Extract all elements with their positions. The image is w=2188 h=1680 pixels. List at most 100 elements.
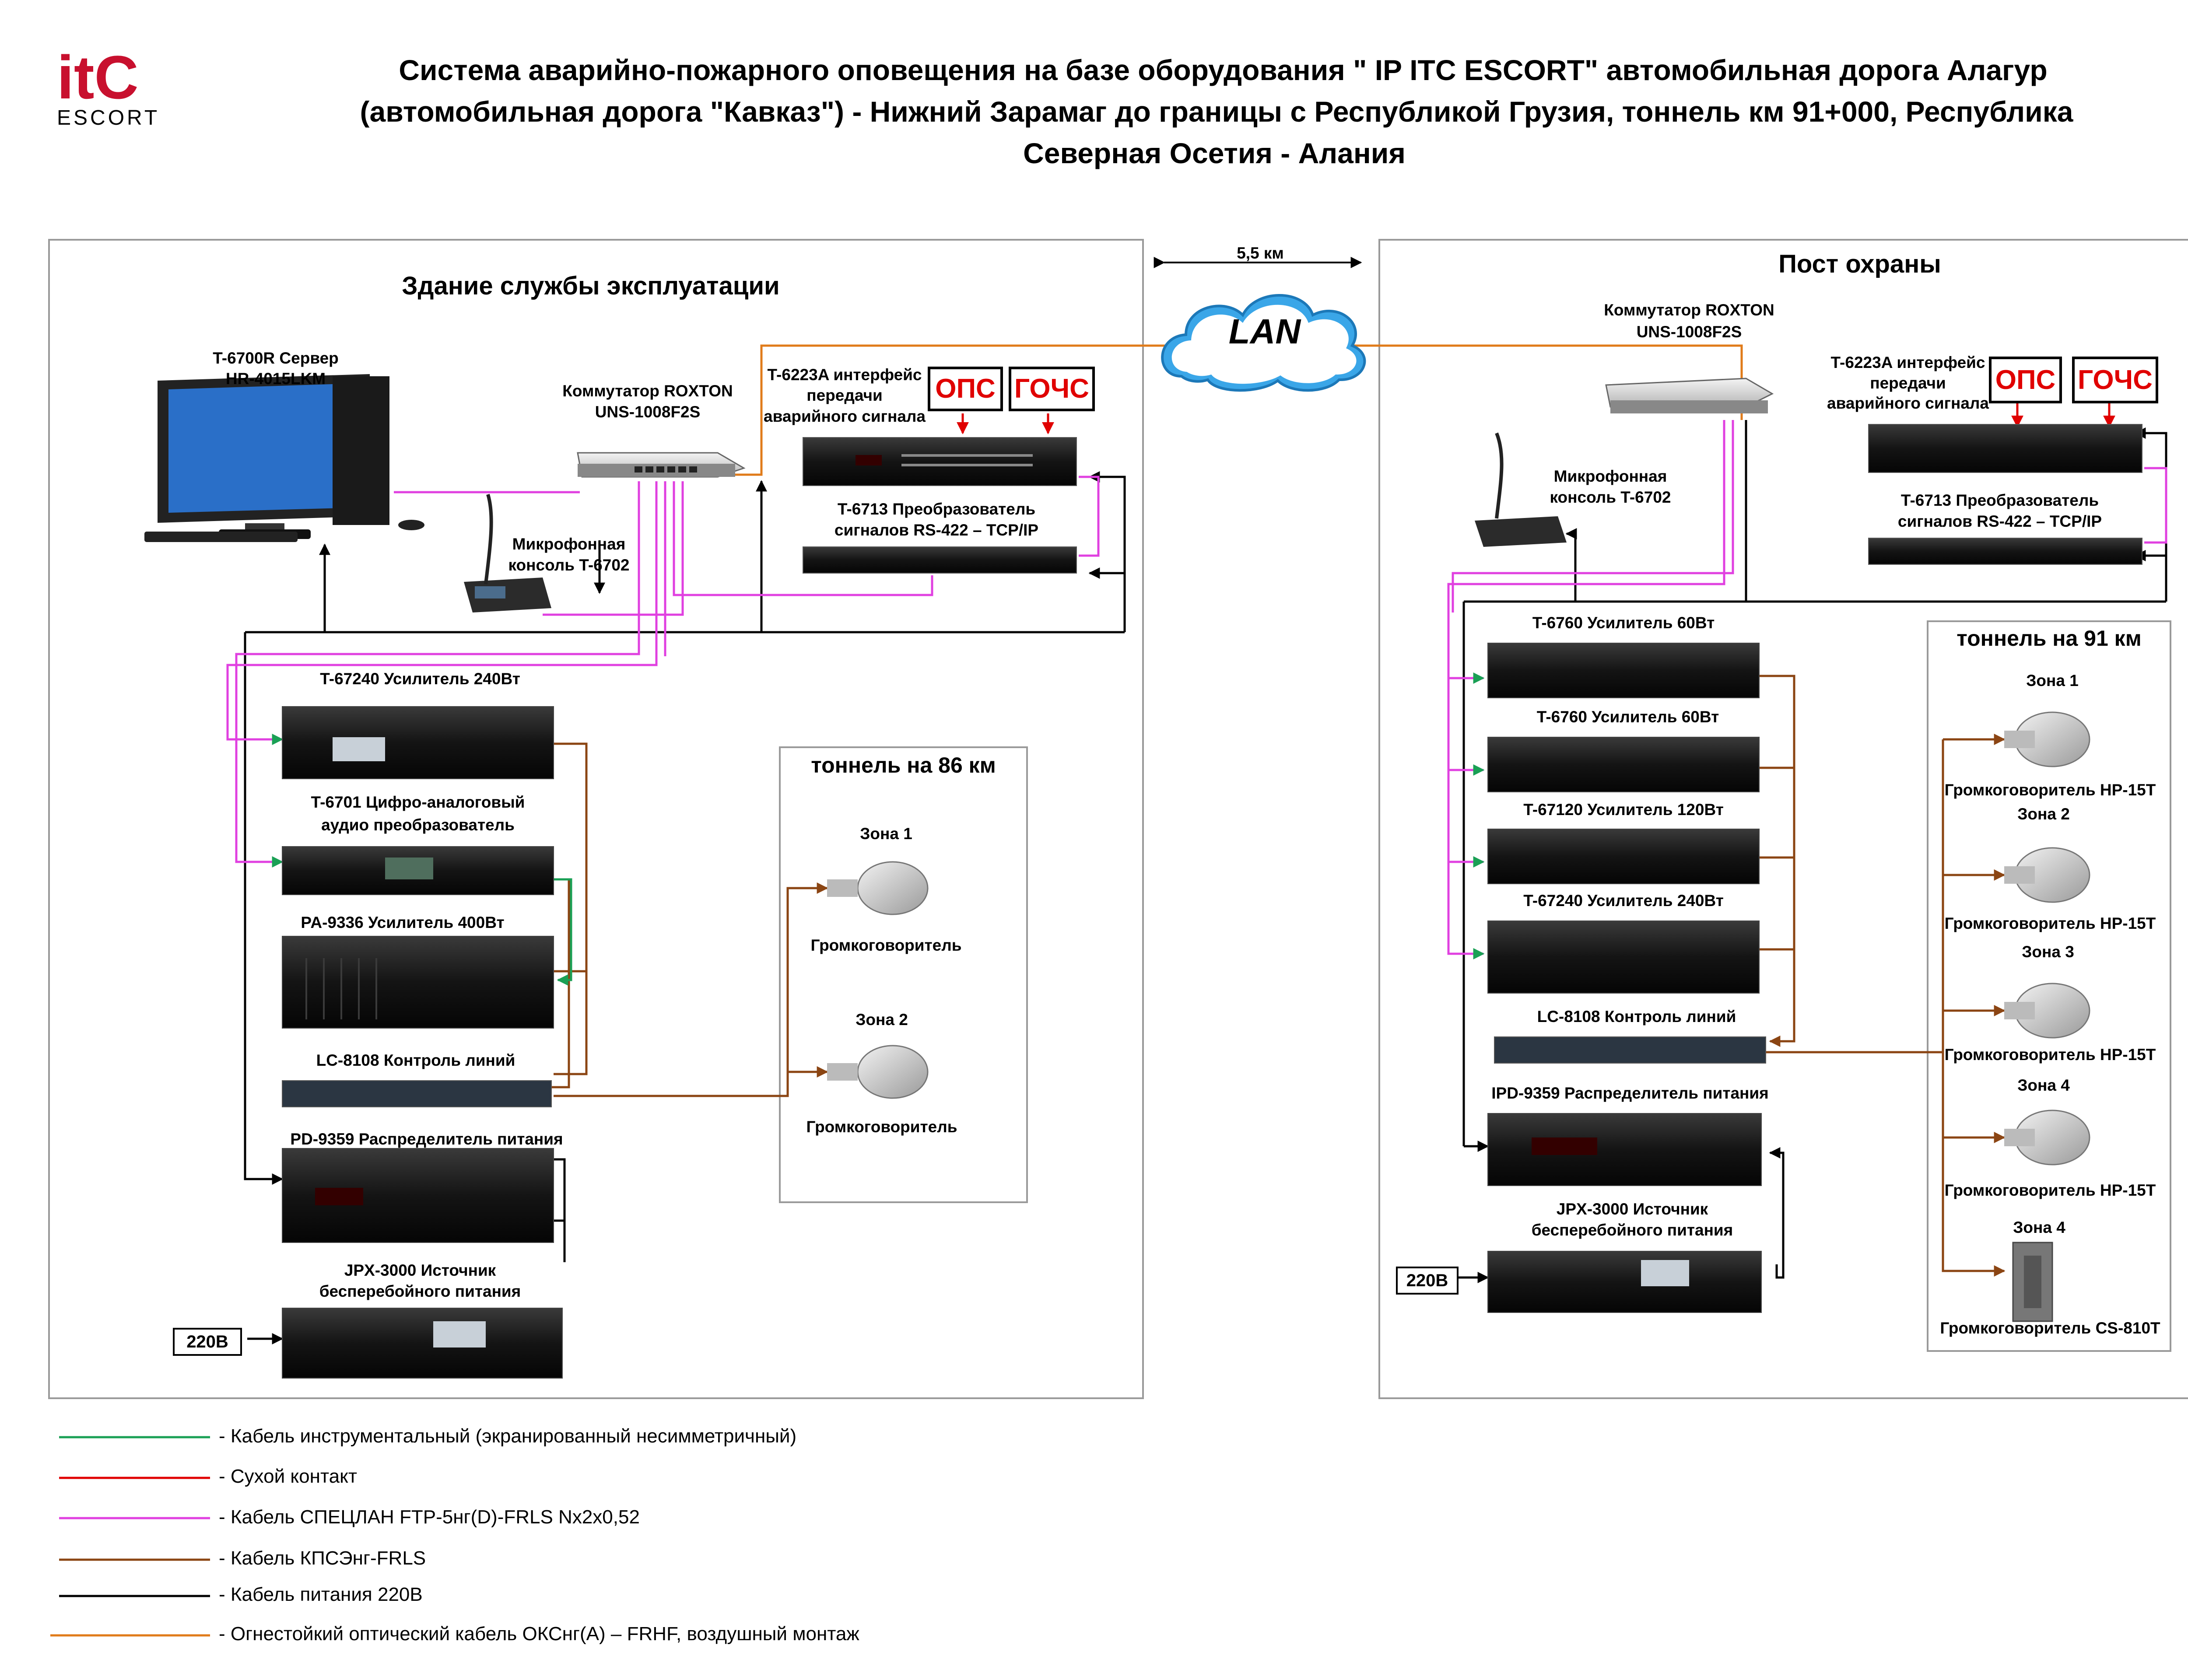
interface-left-label-2: передачи (806, 386, 883, 404)
tunnel-91-zone3: Зона 3 (2022, 943, 2074, 961)
right-kps-cables (1759, 675, 2006, 1277)
amp400-left-label: PA-9336 Усилитель 400Вт (301, 914, 505, 931)
right-power-cables (1453, 420, 2167, 1283)
tunnel-91-frame (1927, 620, 2171, 1352)
microphone-console-right (1475, 432, 1567, 547)
left-ftp-cables (226, 476, 1100, 868)
mic-left-label-2: консоль T-6702 (508, 556, 630, 574)
ups-right-label-2: бесперебойного питания (1531, 1221, 1733, 1239)
interface-left-label-1: T-6223A интерфейс (767, 366, 922, 384)
right-dry-contacts (2011, 402, 2115, 428)
lan-label: LAN (1228, 312, 1301, 351)
speaker-zone2-right-icon (2004, 847, 2090, 903)
mains-right: 220В (1396, 1267, 1459, 1295)
tunnel-91-speaker2: Громкоговоритель HP-15T (1944, 914, 2156, 932)
amplifier-240-left (282, 706, 554, 779)
power-distributor-right (1487, 1113, 1762, 1186)
right-section-title: Пост охраны (1778, 250, 1941, 278)
tunnel-91-speaker4: Громкоговоритель HP-15T (1944, 1181, 2156, 1199)
left-kps-cables (551, 742, 828, 1097)
gochs-box-right: ГОЧС (2072, 357, 2158, 403)
ops-box-right: ОПС (1989, 357, 2062, 403)
page-title-line2: (автомобильная дорога "Кавказ") - Нижний… (360, 95, 2073, 128)
tunnel-91-speaker5: Громкоговоритель CS-810T (1940, 1319, 2160, 1337)
column-speaker-icon (2012, 1242, 2053, 1322)
page-title-line1: Система аварийно-пожарного оповещения на… (399, 54, 2048, 86)
legend-item-ftp: - Кабель СПЕЦЛАН FTP-5нг(D)-FRLS Nx2x0,5… (219, 1506, 640, 1528)
itc-escort-logo: itC ESCORT (57, 43, 160, 130)
amplifier-60a-right (1487, 643, 1760, 698)
amp60a-right-label: T-6760 Усилитель 60Вт (1532, 614, 1715, 632)
microphone-console-left (464, 494, 551, 612)
left-section-title: Здание службы эксплуатации (402, 272, 780, 300)
amplifier-60b-right (1487, 737, 1760, 792)
amplifier-120-right (1487, 829, 1760, 884)
page-title-line3: Северная Осетия - Алания (1023, 137, 1406, 169)
mic-right-label-2: консоль T-6702 (1550, 488, 1671, 506)
interface-right-label-2: передачи (1870, 374, 1946, 392)
ups-right-label-1: JPX-3000 Источник (1556, 1200, 1708, 1218)
dac-left-label-2: аудио преобразователь (321, 816, 515, 834)
tunnel-91-zone4a: Зона 4 (2017, 1076, 2070, 1094)
ups-left (282, 1308, 563, 1379)
amp240-right-label: T-67240 Усилитель 240Вт (1523, 892, 1724, 910)
speaker-zone2-left-icon (827, 1045, 929, 1099)
amp60b-right-label: T-6760 Усилитель 60Вт (1536, 708, 1719, 726)
interface-right-label-1: T-6223A интерфейс (1830, 354, 1985, 371)
amp240-left-label: T-67240 Усилитель 240Вт (320, 670, 520, 688)
ops-box-left: ОПС (928, 367, 1003, 411)
left-dry-contacts (957, 413, 1054, 434)
legend-item-optic: - Огнестойкий оптический кабель ОКСнг(А)… (219, 1623, 859, 1645)
power-distributor-left (282, 1148, 554, 1243)
mic-right-label-1: Микрофонная (1553, 467, 1667, 485)
tunnel-91-zone1: Зона 1 (2026, 672, 2079, 690)
speaker-zone1-left-icon (827, 861, 929, 915)
converter-right-label-1: T-6713 Преобразователь (1900, 491, 2099, 509)
left-instrument-cable (554, 878, 572, 986)
tunnel-86-zone1: Зона 1 (860, 825, 912, 843)
amplifier-400-left (282, 936, 554, 1029)
tunnel-91-zone2: Зона 2 (2017, 805, 2070, 823)
tunnel-86-title: тоннель на 86 км (811, 753, 996, 777)
amp120-right-label: T-67120 Усилитель 120Вт (1523, 801, 1724, 819)
right-section-frame (1378, 239, 2188, 1399)
speaker-zone4-right-icon (2004, 1110, 2090, 1166)
server-label-2: HR-4015LKM (225, 370, 326, 388)
left-power-cables (244, 471, 1126, 1344)
tunnel-91-title: тоннель на 91 км (1957, 626, 2142, 651)
dac-left-label-1: T-6701 Цифро-аналоговый (311, 793, 525, 811)
svg-text:ESCORT: ESCORT (57, 106, 160, 130)
line-control-left-label: LC-8108 Контроль линий (316, 1051, 515, 1069)
ups-left-label-2: бесперебойного питания (319, 1282, 521, 1300)
network-switch-right (1605, 378, 1774, 413)
mic-left-label-1: Микрофонная (512, 535, 626, 553)
gochs-box-left: ГОЧС (1009, 367, 1095, 411)
dac-converter-left (282, 846, 554, 895)
ups-right (1487, 1251, 1762, 1313)
legend-lines (50, 1436, 210, 1637)
tunnel-91-speaker3: Громкоговоритель HP-15T (1944, 1046, 2156, 1064)
tunnel-91-speaker1: Громкоговоритель HP-15T (1944, 781, 2156, 799)
tunnel-91-zone4b: Зона 4 (2013, 1218, 2065, 1236)
server-label-1: T-6700R Сервер (213, 349, 339, 367)
distance-label: 5,5 км (1237, 244, 1284, 262)
ups-left-label-1: JPX-3000 Источник (344, 1261, 496, 1279)
legend-item-power: - Кабель питания 220В (219, 1584, 423, 1605)
svg-text:itC: itC (57, 43, 139, 112)
interface-right-label-3: аварийного сигнала (1827, 394, 1989, 412)
alarm-interface-unit-right (1868, 424, 2142, 473)
switch-right-label-1: Коммутатор ROXTON (1604, 301, 1774, 319)
legend-item-instrument: - Кабель инструментальный (экранированны… (219, 1425, 797, 1447)
power-dist-right-label: IPD-9359 Распределитель питания (1491, 1084, 1769, 1102)
right-ftp-cables (1447, 420, 2167, 959)
speaker-zone1-right-icon (2004, 711, 2090, 767)
network-switch-left (577, 452, 746, 478)
converter-unit-left (803, 546, 1077, 574)
power-dist-left-label: PD-9359 Распределитель питания (290, 1130, 563, 1148)
line-control-right-label: LC-8108 Контроль линий (1537, 1008, 1736, 1026)
switch-left-label-1: Коммутатор ROXTON (562, 382, 733, 400)
switch-right-label-2: UNS-1008F2S (1636, 323, 1742, 341)
line-control-right (1494, 1036, 1766, 1064)
left-section-frame (48, 239, 1144, 1399)
